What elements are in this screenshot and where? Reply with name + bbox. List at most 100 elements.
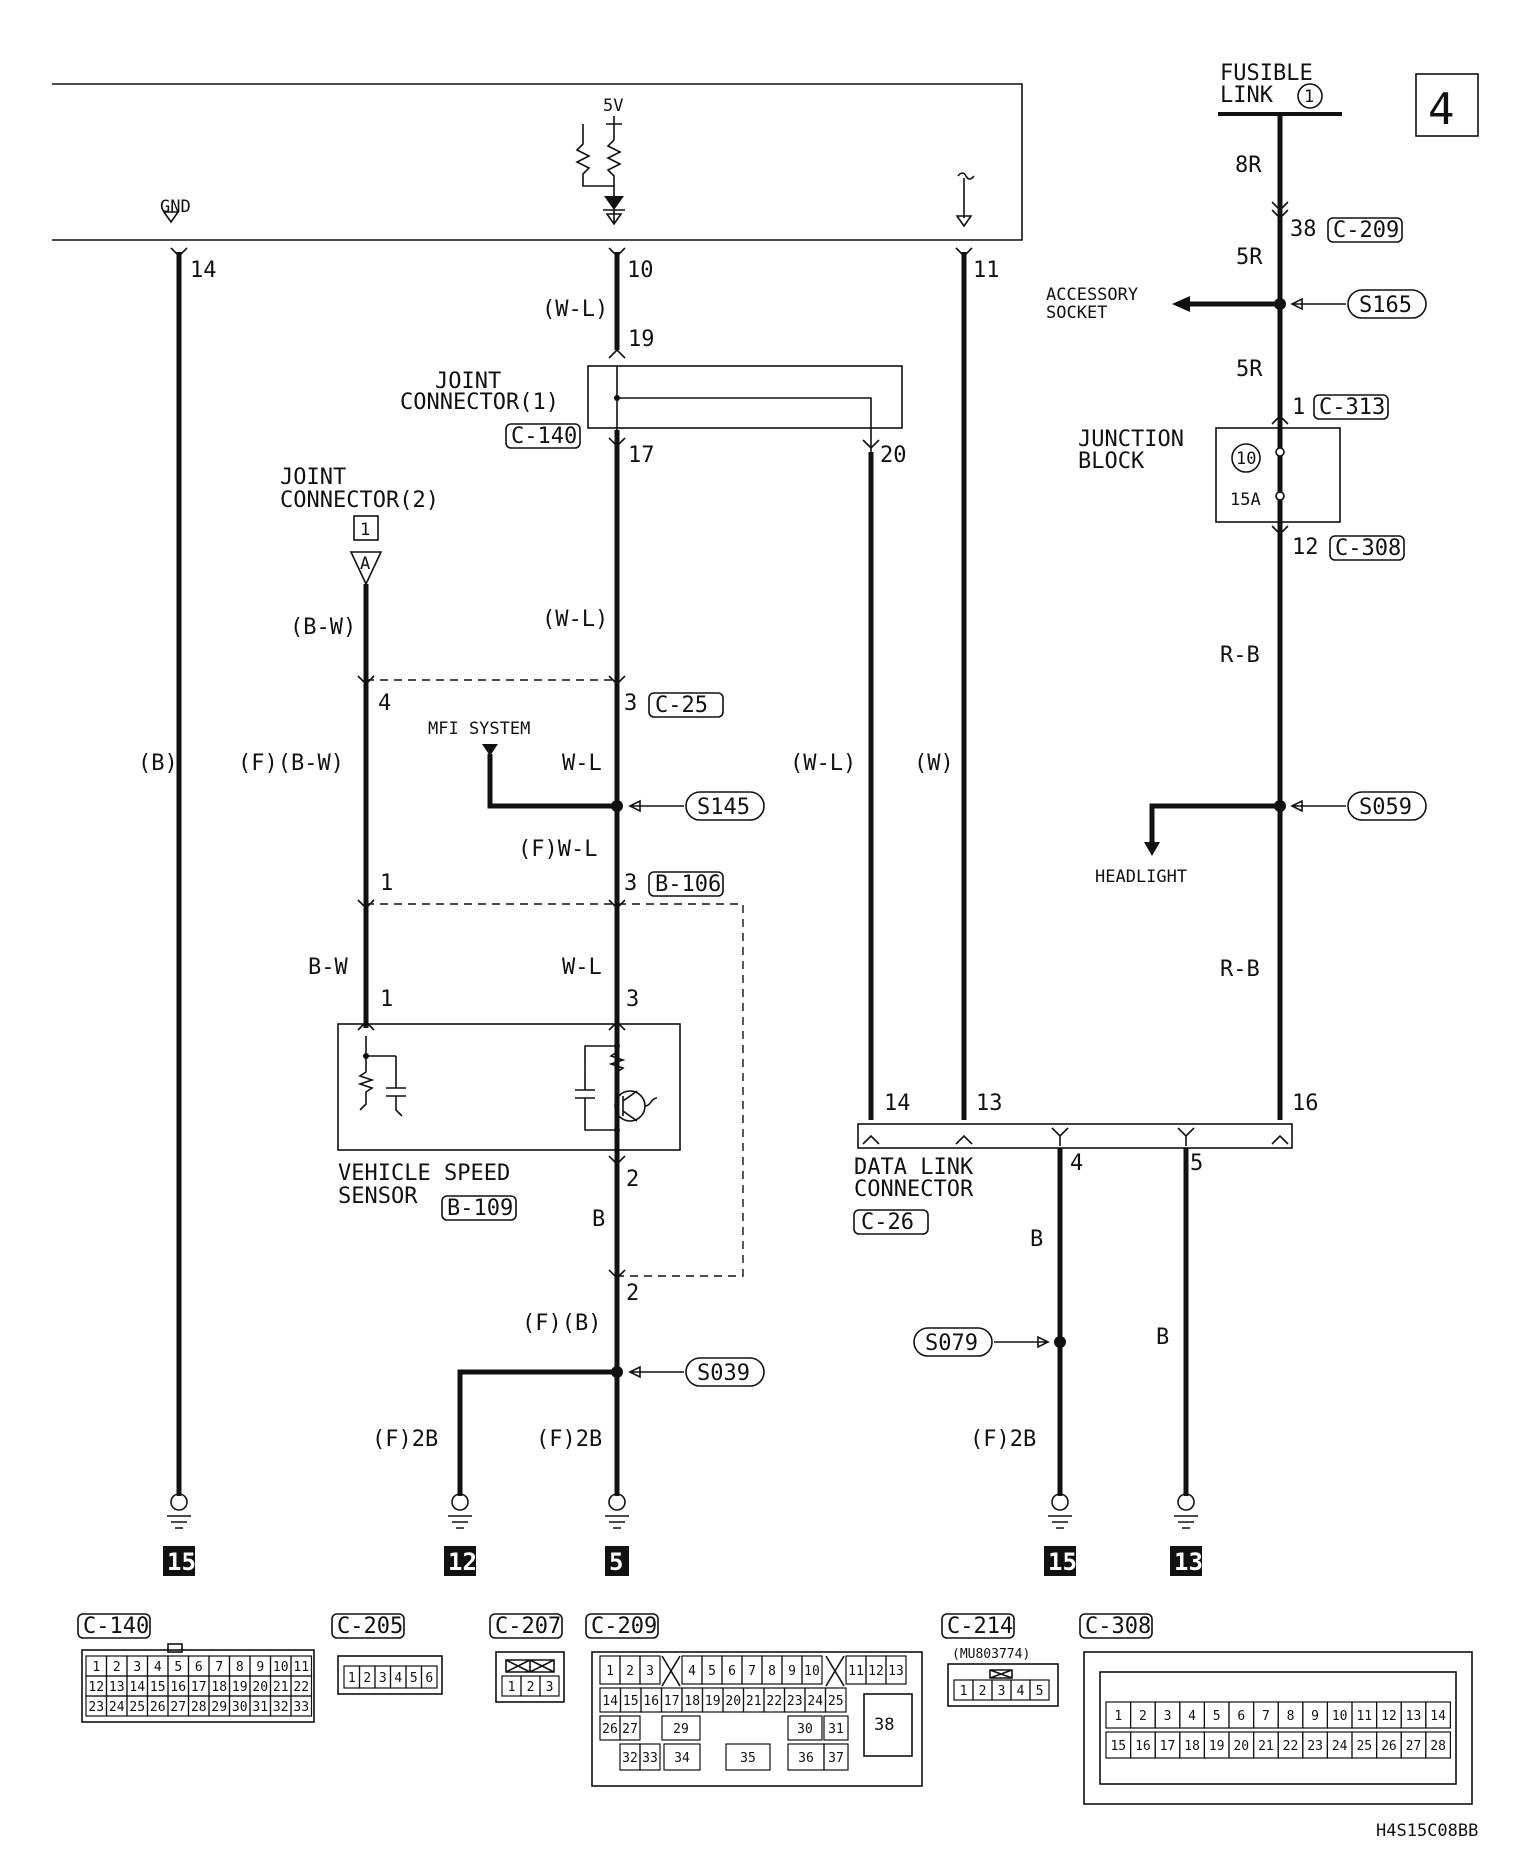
- wire-5r-mid: 5R: [1236, 357, 1263, 382]
- c209-pin-25: 25: [828, 1694, 844, 1709]
- c308-pin-16: 16: [1135, 1739, 1151, 1754]
- c209-pin-4: 4: [688, 1664, 696, 1679]
- vss-pin-2: 2: [626, 1167, 639, 1192]
- c308-pin-18: 18: [1184, 1739, 1200, 1754]
- splice-s079: S079: [925, 1331, 978, 1356]
- c308-pin-5: 5: [1213, 1709, 1221, 1724]
- c209-pin-7: 7: [748, 1664, 756, 1679]
- c308-pin-2: 2: [1139, 1709, 1147, 1724]
- c308-pin-23: 23: [1307, 1739, 1323, 1754]
- c209-pin-27: 27: [622, 1722, 638, 1737]
- c209-pin-36: 36: [798, 1751, 814, 1766]
- c140-pin-3: 3: [133, 1660, 141, 1675]
- vss-pin-3: 3: [626, 987, 639, 1012]
- c308-pin-22: 22: [1283, 1739, 1299, 1754]
- jc2-wire-fbw: (F)(B-W): [238, 751, 344, 776]
- c209-pin-34-cell: [663, 1743, 701, 1771]
- ecu-5v-label: 5V: [603, 96, 623, 116]
- c207-view-id: C-207: [495, 1614, 561, 1639]
- dlc-pin-13: 13: [976, 1091, 1003, 1116]
- c140-pin-33-cell: [290, 1695, 313, 1717]
- fusible-link-line2: LINK: [1220, 83, 1274, 108]
- c209-pin-15: 15: [623, 1694, 639, 1709]
- splice-s145: S145: [697, 795, 750, 820]
- c207-pin-2: 2: [527, 1680, 535, 1695]
- jc2-title-line2: CONNECTOR(2): [280, 488, 439, 513]
- c140-pin-13: 13: [109, 1680, 125, 1695]
- c140-pin-12: 12: [88, 1680, 104, 1695]
- c308-pin-28: 28: [1430, 1739, 1446, 1754]
- ground-label-4: 15: [1048, 1548, 1077, 1576]
- junction-block: JUNCTION BLOCK 10 15A: [1078, 427, 1341, 523]
- c308-pin-14: 14: [1430, 1709, 1446, 1724]
- ground-label-5: 13: [1174, 1548, 1203, 1576]
- c313-id: C-313: [1319, 395, 1385, 420]
- c209-pin-3: 3: [646, 1664, 654, 1679]
- jc1-pin-20: 20: [880, 443, 907, 468]
- fuse-amp: 15A: [1230, 490, 1261, 510]
- accessory-line1: ACCESSORY: [1046, 285, 1138, 305]
- c209-pin-31: 31: [828, 1722, 844, 1737]
- ecu-pin-11: 11: [973, 258, 1000, 283]
- headlight-label: HEADLIGHT: [1095, 867, 1187, 887]
- c140-pin-10: 10: [273, 1660, 289, 1675]
- wire-f2b-center: (F)2B: [536, 1427, 602, 1452]
- c140-pin-23: 23: [88, 1700, 104, 1715]
- c209-pin-10: 10: [804, 1664, 820, 1679]
- c308-pin-3: 3: [1164, 1709, 1172, 1724]
- c140-pin-22: 22: [293, 1680, 309, 1695]
- splice-s039: S039: [697, 1361, 750, 1386]
- vss-wire-b: B: [592, 1207, 605, 1232]
- c214-view-id: C-214: [947, 1614, 1013, 1639]
- c140-pin-31: 31: [252, 1700, 268, 1715]
- c209-pin-35: 35: [740, 1751, 756, 1766]
- c209-pin-29: 29: [673, 1722, 689, 1737]
- jc1-pin-17: 17: [628, 443, 655, 468]
- c209-pin-30-cell: [787, 1715, 823, 1741]
- b106-dashed-link: [366, 903, 744, 1277]
- ground-point-labels: 15 12 5 15 13: [163, 1546, 1203, 1576]
- c209-pin-9: 9: [788, 1664, 796, 1679]
- c308-pin-10: 10: [1332, 1709, 1348, 1724]
- c209-pin-19: 19: [705, 1694, 721, 1709]
- dlc-title-line1: DATA LINK: [854, 1155, 974, 1180]
- c140-pin-33: 33: [293, 1700, 309, 1715]
- c140-pin-5: 5: [174, 1660, 182, 1675]
- c209-pin-21: 21: [746, 1694, 762, 1709]
- c209-pin-20: 20: [725, 1694, 741, 1709]
- dlc-connector-id: C-26: [861, 1210, 914, 1235]
- dlc-wire-f2b: (F)2B: [970, 1427, 1036, 1452]
- ecu-pin-10: 10: [627, 258, 654, 283]
- c205-pin-2: 2: [363, 1671, 371, 1686]
- c214-pin-2: 2: [979, 1684, 987, 1699]
- c140-pin-18: 18: [211, 1680, 227, 1695]
- junction-line2: BLOCK: [1078, 449, 1145, 474]
- c205-pin-3: 3: [379, 1671, 387, 1686]
- c308-pin-11: 11: [1356, 1709, 1372, 1724]
- wire-rb-bottom: R-B: [1220, 957, 1260, 982]
- center-wire-wl3: W-L: [562, 955, 602, 980]
- wire-f2b-left: (F)2B: [372, 1427, 438, 1452]
- splice-s059: S059: [1359, 795, 1412, 820]
- data-link-connector: 14 13 16 DATA LINK CONNECTOR C-26 4 5: [853, 1091, 1319, 1235]
- center-wire-fwl: (F)W-L: [518, 837, 597, 862]
- jc2-wire-bw2: B-W: [308, 955, 348, 980]
- c207-pin-1: 1: [508, 1680, 516, 1695]
- accessory-line2: SOCKET: [1046, 303, 1107, 323]
- c308-id: C-308: [1335, 536, 1401, 561]
- jc2-box-num: 1: [360, 520, 370, 540]
- center-wire-wl2: W-L: [562, 751, 602, 776]
- ground-label-2: 12: [448, 1548, 477, 1576]
- c308-pin-17: 17: [1160, 1739, 1176, 1754]
- wire-rb-top: R-B: [1220, 643, 1260, 668]
- c205-pin-4: 4: [394, 1671, 402, 1686]
- c308-pin-25: 25: [1356, 1739, 1372, 1754]
- left-wire-color: (B): [138, 751, 178, 776]
- c209-pin-37: 37: [828, 1751, 844, 1766]
- c140-pin-1: 1: [92, 1660, 100, 1675]
- fusible-link-line1: FUSIBLE: [1220, 61, 1313, 86]
- c140-pin-17: 17: [191, 1680, 207, 1695]
- mfi-branch-wire: [487, 754, 617, 809]
- jc2-wire-bw: (B-W): [290, 615, 356, 640]
- c209-pin-31-cell: [823, 1715, 849, 1741]
